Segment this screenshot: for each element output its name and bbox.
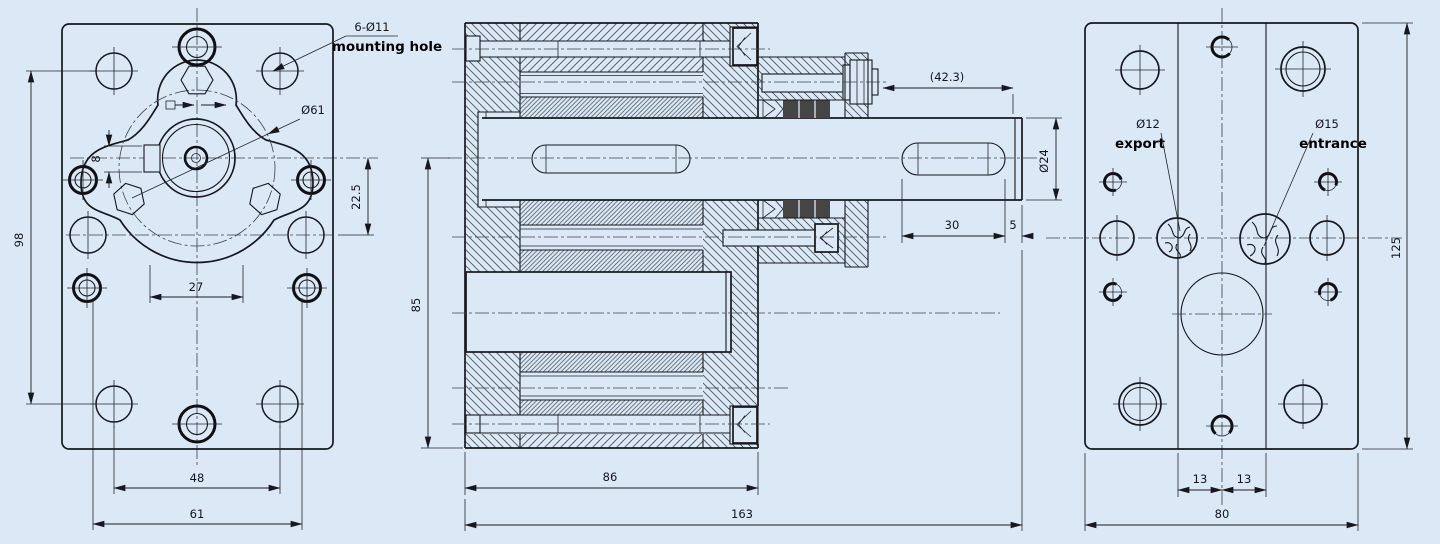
suction-chamber [466, 272, 731, 352]
section-dimensions: (42.3) Ø24 30 5 85 86 163 [409, 70, 1062, 531]
dim-80: 80 [1215, 507, 1230, 521]
inlet-label: entrance [1299, 136, 1367, 152]
mounting-hole-callout: 6-Ø11 mounting hole [272, 20, 442, 72]
dim-27: 27 [189, 280, 204, 294]
shaft-center-hole [183, 145, 209, 171]
dim-61: 61 [190, 507, 205, 521]
dim-42-3: (42.3) [930, 70, 965, 84]
outlet-dia-label: Ø12 [1136, 117, 1160, 131]
cover-screws-front [63, 27, 331, 444]
dim-86: 86 [603, 470, 618, 484]
keyway-internal [531, 144, 691, 174]
front-plate-outline [61, 23, 334, 450]
dim-13-right: 13 [1237, 472, 1252, 486]
mounting-hole-label: mounting hole [332, 39, 442, 55]
hex-plugs [113, 65, 281, 216]
outlet-label: export [1115, 136, 1165, 152]
dim-30: 30 [945, 218, 960, 232]
threaded-holes [1099, 35, 1342, 438]
dim-85: 85 [409, 298, 423, 313]
front-dimensions: 98 22.5 8 27 48 61 [12, 70, 374, 530]
dim-48: 48 [190, 471, 205, 485]
packing-seals [762, 99, 830, 219]
dim-13-left: 13 [1193, 472, 1208, 486]
rear-view: Ø12 export Ø15 entrance 125 13 13 80 [1046, 8, 1413, 531]
flange-lobed-outline [80, 59, 314, 264]
section-borders [464, 22, 869, 449]
dim-5: 5 [1009, 218, 1016, 232]
dim-163: 163 [731, 507, 753, 521]
bolt-pitch-circle [118, 89, 276, 247]
direction-arrows [165, 100, 227, 110]
section-view: (42.3) Ø24 30 5 85 86 163 [409, 22, 1062, 531]
dim-shaft-dia: Ø24 [1037, 149, 1051, 173]
dim-125: 125 [1389, 237, 1403, 259]
dim-8: 8 [89, 155, 103, 162]
dim-98: 98 [12, 233, 26, 248]
flange-dia-label: Ø61 [301, 103, 325, 117]
inlet-port [1239, 213, 1291, 265]
rear-dimensions: 125 13 13 80 [1084, 22, 1413, 531]
front-view: Ø61 6-Ø11 mounting hole 98 22.5 8 27 [12, 8, 442, 530]
port-labels: Ø12 export Ø15 entrance [1115, 117, 1367, 247]
assembly-screw-top [465, 26, 759, 67]
section-centerlines [448, 48, 1046, 425]
keyway-front [143, 144, 161, 173]
dim-22-5: 22.5 [349, 184, 363, 210]
rear-holes [1099, 41, 1345, 431]
inlet-dia-label: Ø15 [1315, 117, 1339, 131]
keyway-external [901, 142, 1006, 176]
rear-plate-outline [1084, 22, 1359, 450]
drive-shaft [482, 118, 1022, 200]
outlet-port [1156, 217, 1198, 259]
gland-screw-bottom [722, 223, 839, 253]
mounting-hole-dia: 6-Ø11 [354, 20, 389, 34]
flange-dia-leader: Ø61 [131, 103, 325, 199]
